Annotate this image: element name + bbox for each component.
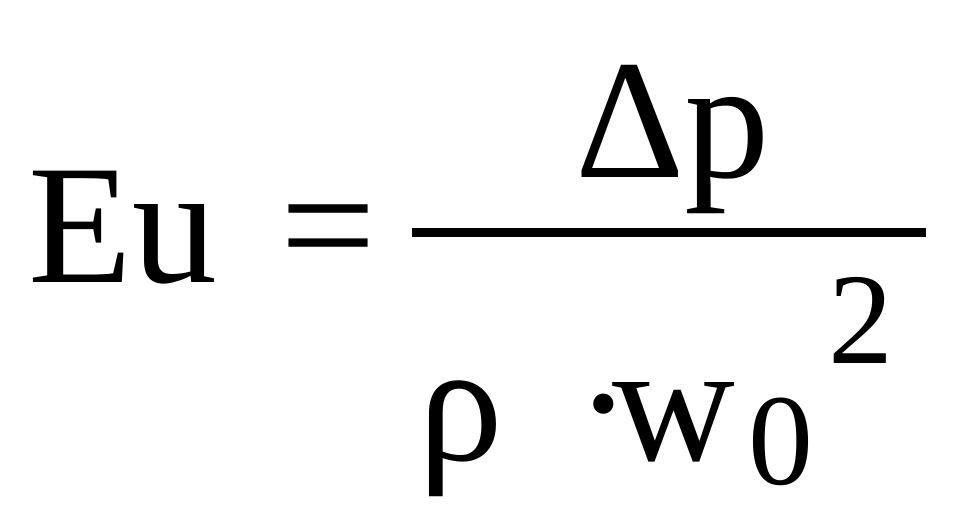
velocity-exponent: 2 — [828, 248, 893, 392]
fraction-bar — [412, 228, 926, 237]
equals-sign: = — [280, 131, 376, 319]
velocity-subscript: 0 — [748, 369, 813, 513]
fraction-numerator: Δp — [575, 26, 770, 214]
density-symbol: ρ — [418, 309, 503, 497]
velocity-symbol: w — [612, 309, 735, 497]
multiplication-dot: · — [575, 309, 632, 497]
euler-number-symbol: Eu — [28, 131, 217, 319]
